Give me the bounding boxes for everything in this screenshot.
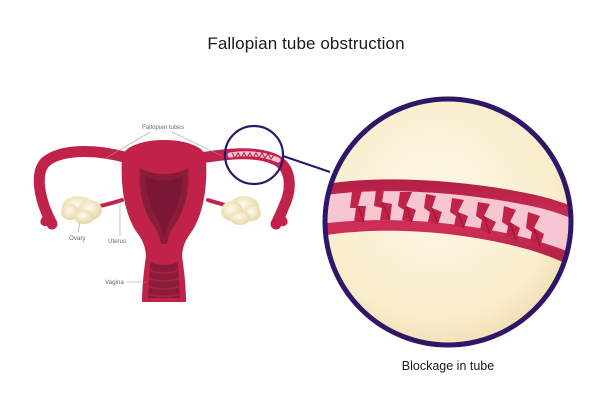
zoom-magnified-view (322, 96, 574, 348)
label-uterus: Uterus (108, 238, 126, 245)
left-ovary (61, 196, 102, 224)
uterus-illustration (33, 140, 295, 302)
diagram-title: Fallopian tube obstruction (207, 34, 405, 53)
zoom-caption: Blockage in tube (402, 359, 494, 373)
label-ovary: Ovary (69, 235, 86, 242)
blocked-segment-small (227, 151, 281, 163)
zoom-connector-line (282, 155, 331, 173)
right-fimbriae (274, 214, 288, 227)
zoom-ring (322, 96, 574, 348)
label-leaders (77, 131, 223, 283)
zoom-source-circle (223, 124, 285, 186)
left-fimbriae (40, 214, 54, 227)
right-ovary (221, 196, 261, 225)
label-fallopian-tubes: Fallopian tubes (142, 124, 184, 131)
label-vagina: Vagina (105, 279, 124, 286)
